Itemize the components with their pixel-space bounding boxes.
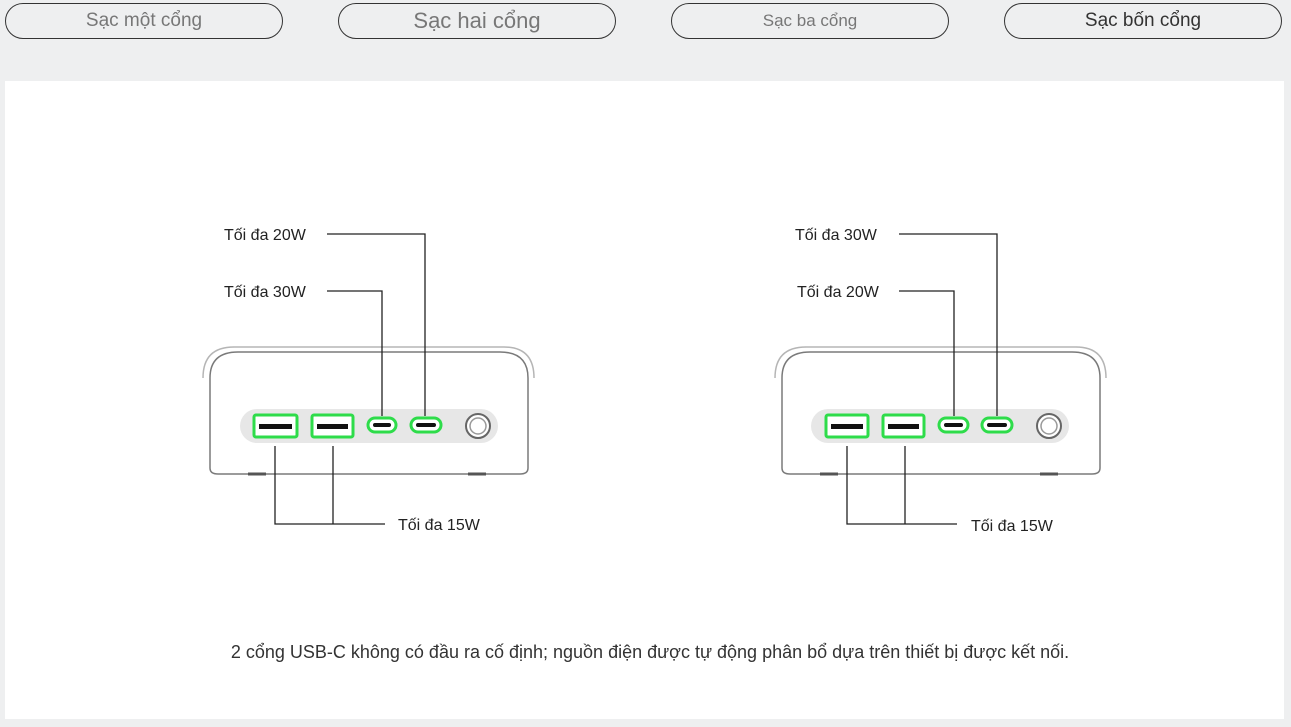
callout-lines (274, 233, 426, 525)
tab-triple-port[interactable]: Sạc ba cổng (671, 3, 949, 39)
power-button-icon (1036, 413, 1062, 439)
tab-single-port[interactable]: Sạc một cổng (5, 3, 283, 39)
label-max-mid: Tối đa 20W (797, 284, 880, 301)
tab-bar: Sạc một cổng Sạc hai cổng Sạc ba cổng Sạ… (0, 0, 1291, 80)
label-max-bottom: Tối đa 15W (398, 517, 481, 534)
usb-c-port-icon (409, 416, 443, 434)
charger-diagram-right: Tối đa 30W Tối đa 20W Tối đa 15W (774, 227, 1107, 535)
tab-quad-port[interactable]: Sạc bốn cổng (1004, 3, 1282, 39)
port-diagram: Tối đa 20W Tối đa 30W Tối đa 15W (202, 227, 1107, 535)
callout-lines (846, 233, 998, 525)
usb-a-port-icon (310, 413, 355, 439)
usb-c-port-icon (366, 416, 398, 434)
usb-a-port-icon (824, 413, 870, 439)
usb-c-port-icon (980, 416, 1014, 434)
content-panel: Tối đa 20W Tối đa 30W Tối đa 15W (5, 81, 1284, 719)
label-max-top: Tối đa 30W (795, 227, 878, 244)
charger-body-icon (774, 346, 1107, 476)
usb-a-port-icon (881, 413, 926, 439)
tab-dual-port[interactable]: Sạc hai cổng (338, 3, 616, 39)
charger-diagram-left: Tối đa 20W Tối đa 30W Tối đa 15W (202, 227, 535, 534)
usb-a-port-icon (252, 413, 299, 439)
caption-text: 2 cổng USB-C không có đầu ra cố định; ng… (230, 642, 1070, 662)
label-max-top: Tối đa 20W (224, 227, 307, 244)
usb-c-port-icon (937, 416, 970, 434)
label-max-mid: Tối đa 30W (224, 284, 307, 301)
label-max-bottom: Tối đa 15W (971, 518, 1054, 535)
power-button-icon (465, 413, 491, 439)
charger-body-icon (202, 346, 535, 476)
